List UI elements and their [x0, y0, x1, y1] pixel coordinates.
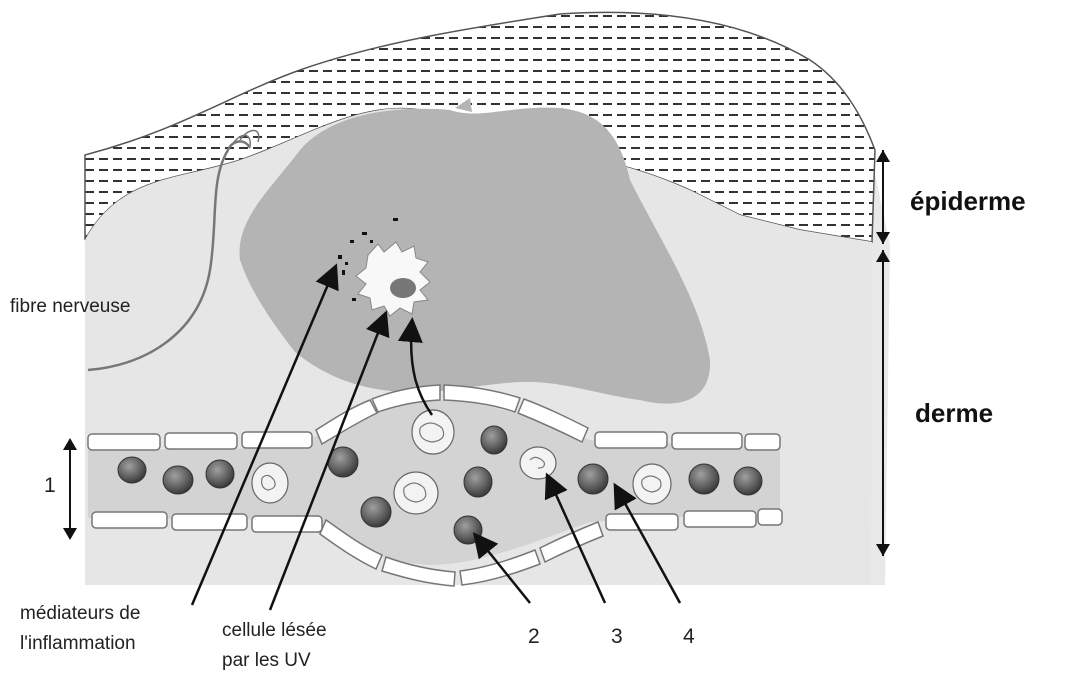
label-derme: derme	[915, 398, 993, 429]
label-mediators-line1: médiateurs de	[20, 603, 140, 625]
label-number-4: 4	[683, 625, 695, 649]
label-epiderme: épiderme	[910, 186, 1026, 217]
label-number-1: 1	[44, 474, 56, 498]
label-nerve-fibre: fibre nerveuse	[10, 296, 130, 318]
damaged-cell-nucleus	[390, 278, 416, 298]
label-damaged-cell-line1: cellule lésée	[222, 620, 327, 642]
label-damaged-cell-line2: par les UV	[222, 650, 311, 672]
label-mediators-line2: l'inflammation	[20, 633, 136, 655]
label-number-2: 2	[528, 625, 540, 649]
label-number-3: 3	[611, 625, 623, 649]
